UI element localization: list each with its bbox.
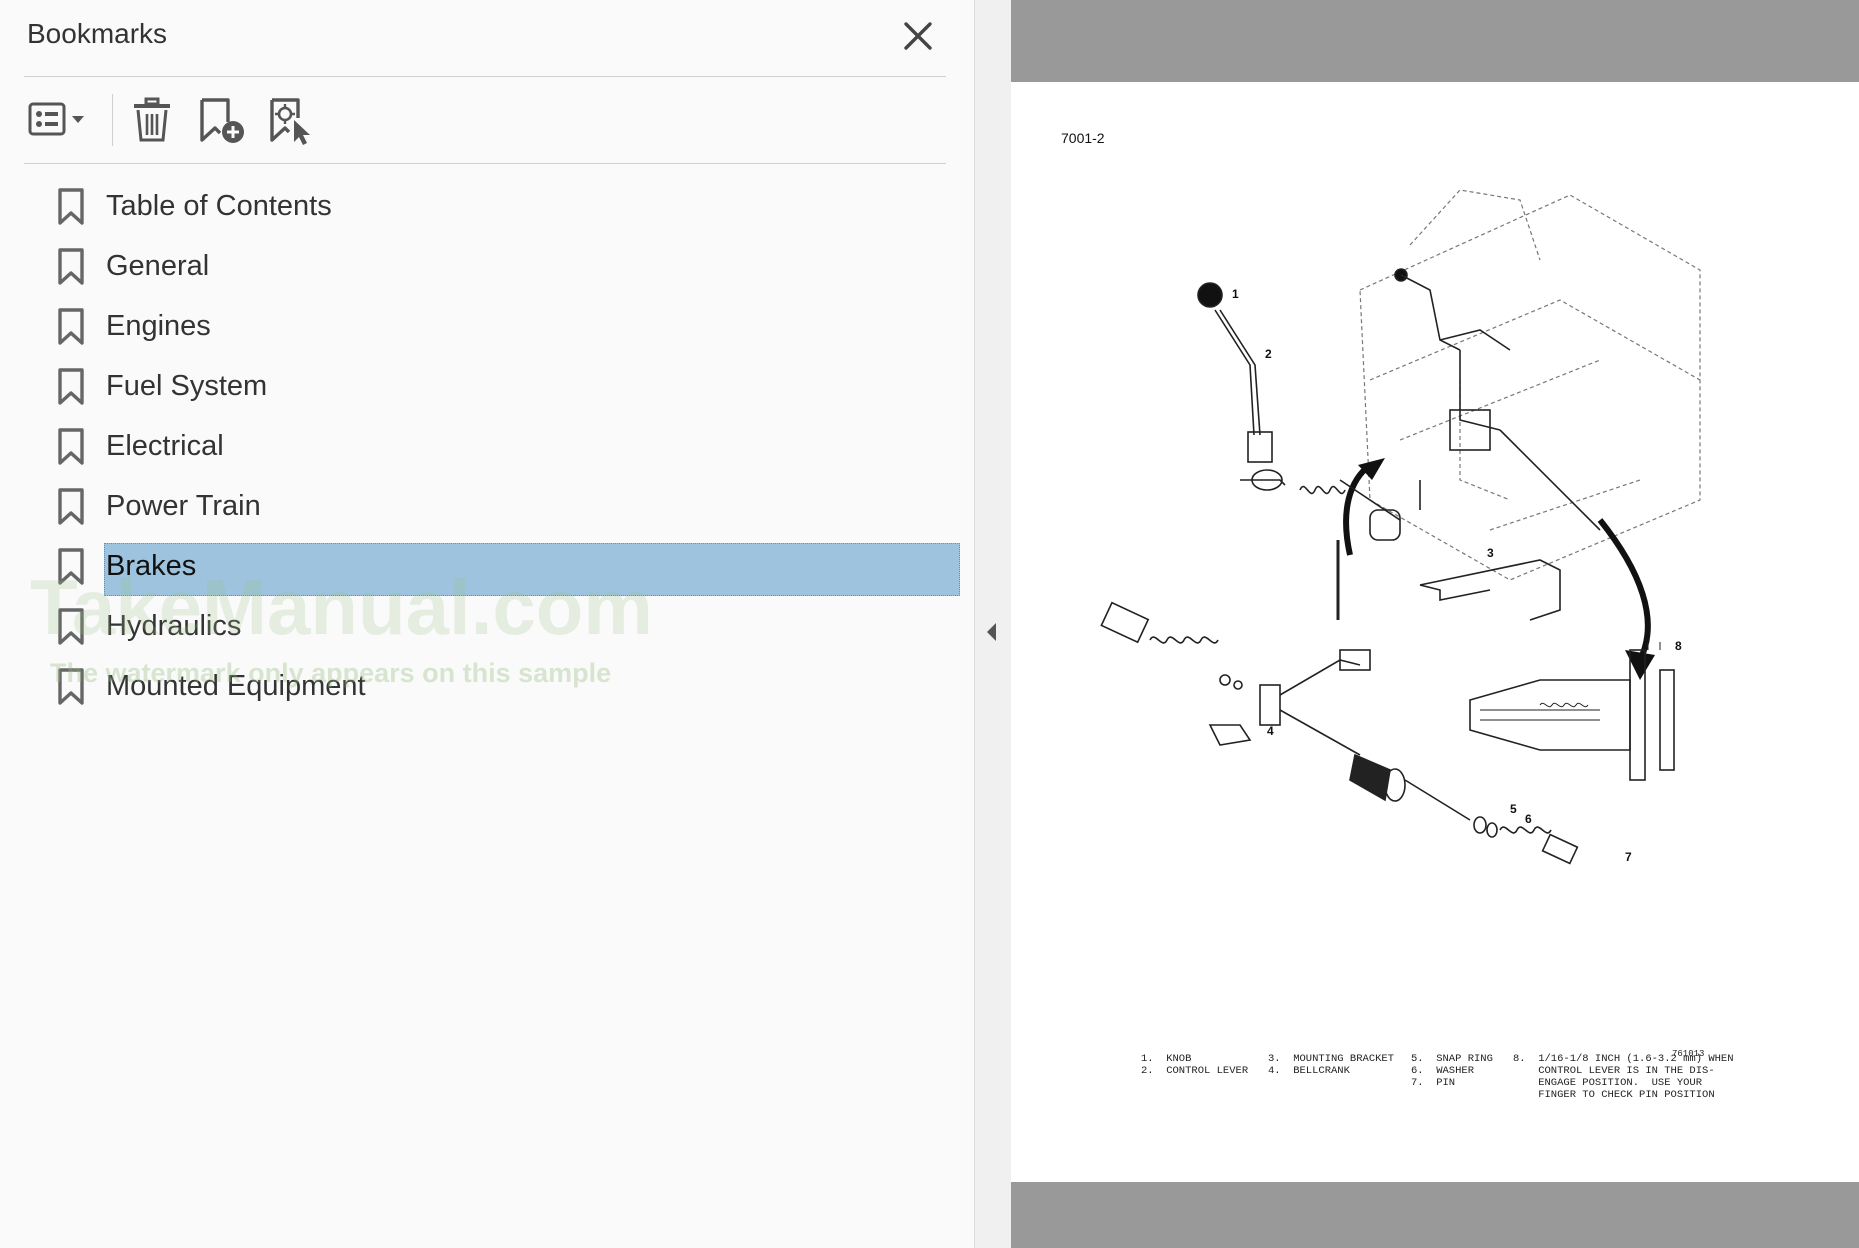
- bookmark-label: Brakes: [106, 550, 197, 582]
- bookmark-item-engines[interactable]: Engines: [0, 296, 974, 356]
- bookmark-label: Power Train: [106, 490, 261, 522]
- bookmark-label: Engines: [106, 310, 211, 342]
- divider: [24, 163, 946, 164]
- page-id: 7001-2: [1061, 130, 1105, 146]
- close-icon[interactable]: [898, 16, 938, 56]
- list-options-icon: [28, 102, 84, 136]
- bookmark-icon: [58, 368, 84, 405]
- bookmark-item-electrical[interactable]: Electrical: [0, 416, 974, 476]
- bookmark-label: Mounted Equipment: [106, 670, 366, 702]
- bookmark-icon: [58, 608, 84, 645]
- bookmark-add-icon: [200, 98, 244, 143]
- callout-label: 5: [1510, 802, 1517, 816]
- callout-label: 2: [1265, 347, 1272, 361]
- bookmark-icon: [58, 428, 84, 465]
- bookmark-item-brakes[interactable]: Brakes: [0, 536, 974, 596]
- bookmark-target-icon: [270, 98, 310, 145]
- callout-label: 1: [1232, 287, 1239, 301]
- bookmark-item-hydraulics[interactable]: Hydraulics: [0, 596, 974, 656]
- selection-highlight: [104, 543, 960, 596]
- panel-title: Bookmarks: [27, 18, 168, 49]
- bookmark-item-fuel-system[interactable]: Fuel System: [0, 356, 974, 416]
- collapse-panel-icon[interactable]: [984, 620, 1000, 644]
- callout-label: 8: [1675, 639, 1682, 653]
- toolbar-divider: [112, 94, 113, 146]
- legend-column-2: 3. MOUNTING BRACKET 4. BELLCRANK: [1268, 1053, 1395, 1077]
- bookmark-icon: [58, 248, 84, 285]
- bookmark-from-selection-button[interactable]: [266, 92, 318, 148]
- bookmark-list: Table of Contents General Engines Fuel S…: [0, 176, 974, 716]
- callout-label: 7: [1625, 850, 1632, 864]
- document-page: [1011, 82, 1859, 1182]
- legend-column-1: 1. KNOB 2. CONTROL LEVER: [1141, 1053, 1249, 1077]
- legend-column-4: 8. 1/16-1/8 INCH (1.6-3.2 mm) WHEN CONTR…: [1513, 1053, 1734, 1101]
- bookmark-item-power-train[interactable]: Power Train: [0, 476, 974, 536]
- panel-splitter[interactable]: [974, 0, 1011, 1248]
- divider: [24, 76, 946, 77]
- bookmark-icon: [58, 488, 84, 525]
- options-menu-button[interactable]: [26, 92, 96, 148]
- bookmark-label: Table of Contents: [106, 190, 332, 222]
- plate-number: 761013: [1672, 1049, 1705, 1059]
- callout-label: 4: [1267, 724, 1274, 738]
- callout-label: 3: [1487, 546, 1494, 560]
- bookmark-item-general[interactable]: General: [0, 236, 974, 296]
- bookmark-icon: [58, 188, 84, 225]
- new-bookmark-button[interactable]: [196, 92, 248, 148]
- trash-icon: [134, 97, 170, 142]
- bookmark-icon: [58, 548, 84, 585]
- bookmark-label: Hydraulics: [106, 610, 242, 642]
- bookmark-icon: [58, 308, 84, 345]
- bookmark-item-mounted-equipment[interactable]: Mounted Equipment: [0, 656, 974, 716]
- exploded-parts-diagram: 1 2 3 4 5 6 7 8: [1100, 189, 1701, 865]
- legend-column-3: 5. SNAP RING 6. WASHER 7. PIN: [1411, 1053, 1493, 1089]
- bookmarks-panel: Bookmarks: [0, 16, 974, 716]
- bookmark-icon: [58, 668, 84, 705]
- bookmark-label: General: [106, 250, 210, 282]
- delete-bookmark-button[interactable]: [128, 92, 178, 148]
- bookmark-label: Electrical: [106, 430, 224, 462]
- bookmark-item-table-of-contents[interactable]: Table of Contents: [0, 176, 974, 236]
- bookmark-label: Fuel System: [106, 370, 268, 402]
- callout-label: 6: [1525, 812, 1532, 826]
